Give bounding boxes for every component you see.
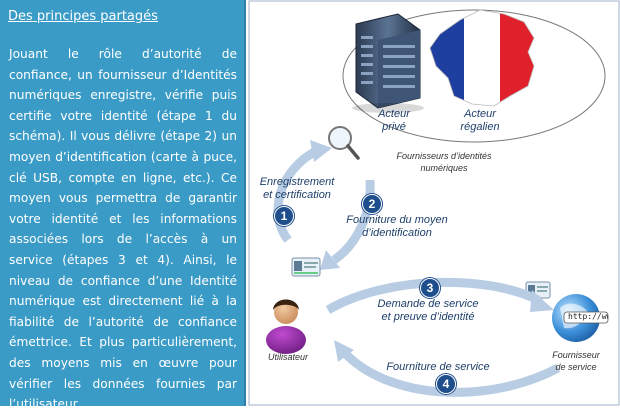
diagram-graphics — [248, 0, 620, 406]
arrow-step3-head — [530, 290, 554, 312]
service-provider-label: Fournisseur de service — [552, 350, 600, 372]
step-3-badge: 3 — [420, 278, 440, 298]
magnifier-icon — [328, 126, 360, 160]
id-card-icon — [291, 257, 321, 277]
step1-label: Enregistrement et certification — [259, 176, 335, 201]
diagram-border — [248, 0, 620, 406]
step-4-badge: 4 — [436, 374, 456, 394]
user-label: Utilisateur — [267, 352, 308, 362]
actor-private-label: Acteur privé — [378, 108, 410, 133]
user-avatar-icon — [266, 299, 306, 354]
building-icon — [352, 13, 424, 113]
arrow-step1 — [273, 145, 321, 243]
arrow-step4-head — [334, 340, 354, 362]
step4-label: Fourniture de service — [386, 361, 490, 373]
step-1-badge: 1 — [274, 206, 294, 226]
step3-label: Demande de service et preuve d’identité — [377, 298, 479, 323]
panel-body: Jouant le rôle d’autorité de confiance, … — [9, 47, 237, 412]
actor-regalian-label: Acteur régalien — [460, 108, 500, 133]
panel-title: Des principes partagés — [8, 9, 158, 24]
text-panel: Des principes partagés Jouant le rôle d’… — [0, 0, 246, 411]
identity-diagram: Acteur privé Acteur régalien Fournisseur… — [248, 0, 620, 406]
arrow-step2 — [331, 179, 375, 264]
providers-caption: Fournisseurs d’identités numériques — [396, 151, 492, 173]
arrow-step1-head — [310, 140, 332, 162]
globe-icon — [552, 294, 609, 342]
step2-label: Fourniture du moyen d’identification — [346, 214, 448, 239]
step-2-badge: 2 — [362, 194, 382, 214]
url-text: http://ww — [568, 312, 608, 321]
arrow-step2-head — [320, 250, 340, 270]
